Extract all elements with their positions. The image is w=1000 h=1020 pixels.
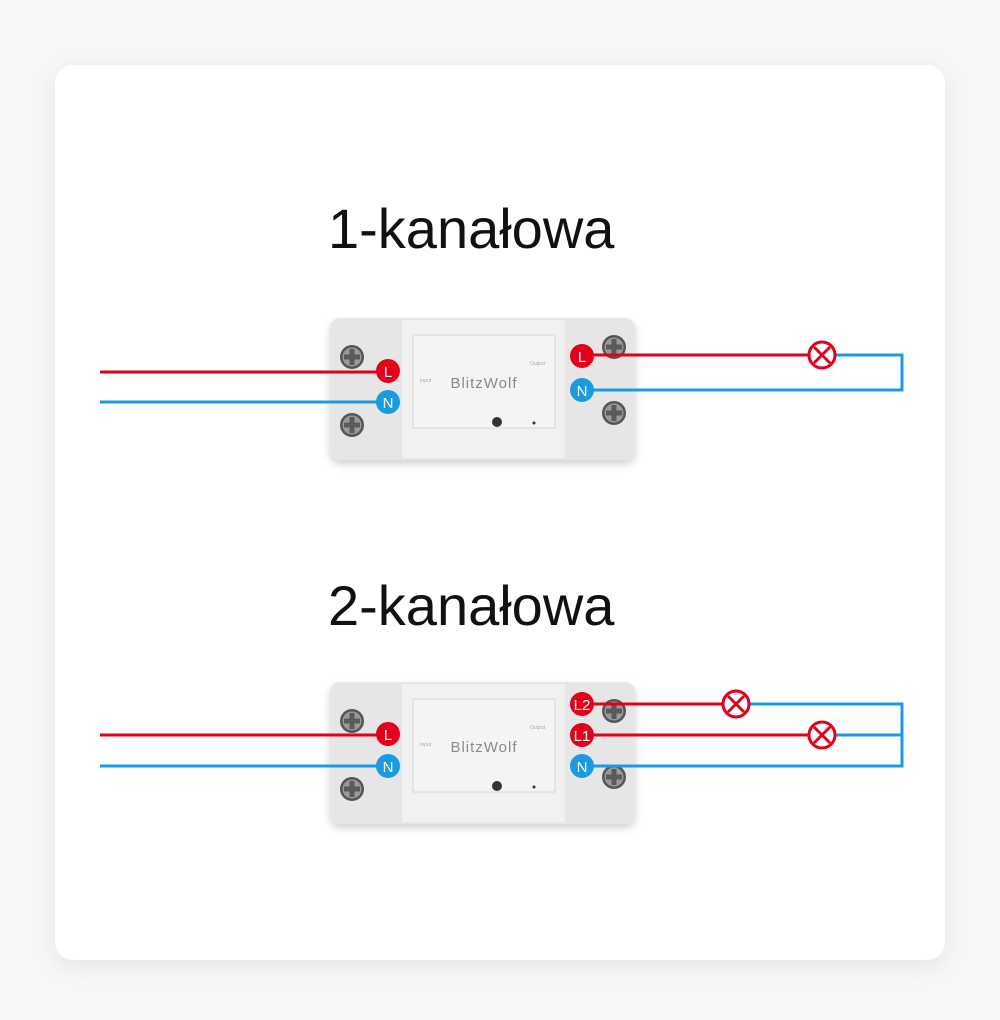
terminal-label: L2 bbox=[574, 697, 591, 714]
terminal-label: N bbox=[383, 759, 394, 776]
screw-icon bbox=[602, 765, 626, 789]
terminal-badge-l2 bbox=[570, 692, 594, 716]
terminal-label: N bbox=[577, 383, 588, 400]
led-indicator bbox=[532, 785, 536, 789]
terminal-badge-n bbox=[376, 390, 400, 414]
lamp-icon bbox=[807, 720, 837, 750]
terminal-label: N bbox=[577, 759, 588, 776]
terminal-label: L bbox=[384, 364, 392, 381]
output-label: Output bbox=[530, 361, 546, 367]
device-panel bbox=[412, 334, 556, 429]
section-title-2ch: 2-kanałowa bbox=[328, 574, 615, 637]
terminal-badge-n bbox=[376, 754, 400, 778]
brand-logo: BlitzWolf bbox=[450, 375, 517, 392]
terminal-label: N bbox=[383, 395, 394, 412]
device-panel bbox=[412, 698, 556, 793]
brand-logo: BlitzWolf bbox=[450, 739, 517, 756]
output-label: Output bbox=[530, 725, 546, 731]
terminal-badge-n-out bbox=[570, 378, 594, 402]
terminal-badge-l1 bbox=[570, 723, 594, 747]
terminal-badge-n-out bbox=[570, 754, 594, 778]
lamp-icon bbox=[807, 340, 837, 370]
terminal-label: L bbox=[578, 349, 586, 366]
terminal-label: L bbox=[384, 727, 392, 744]
neutral-wire-out bbox=[590, 353, 904, 392]
screw-icon bbox=[602, 401, 626, 425]
input-label: Input bbox=[420, 742, 432, 748]
terminal-label: L1 bbox=[574, 728, 591, 745]
screw-icon bbox=[340, 345, 364, 369]
lamp-icon bbox=[721, 689, 751, 719]
section-title-1ch: 1-kanałowa bbox=[328, 197, 615, 260]
terminal-badge-l-out bbox=[570, 344, 594, 368]
screw-icon bbox=[340, 777, 364, 801]
input-label: Input bbox=[420, 378, 432, 384]
reset-button bbox=[492, 781, 502, 791]
led-indicator bbox=[532, 421, 536, 425]
screw-icon bbox=[340, 709, 364, 733]
reset-button bbox=[492, 417, 502, 427]
screw-icon bbox=[340, 413, 364, 437]
terminal-badge-l bbox=[376, 359, 400, 383]
terminal-badge-l bbox=[376, 722, 400, 746]
